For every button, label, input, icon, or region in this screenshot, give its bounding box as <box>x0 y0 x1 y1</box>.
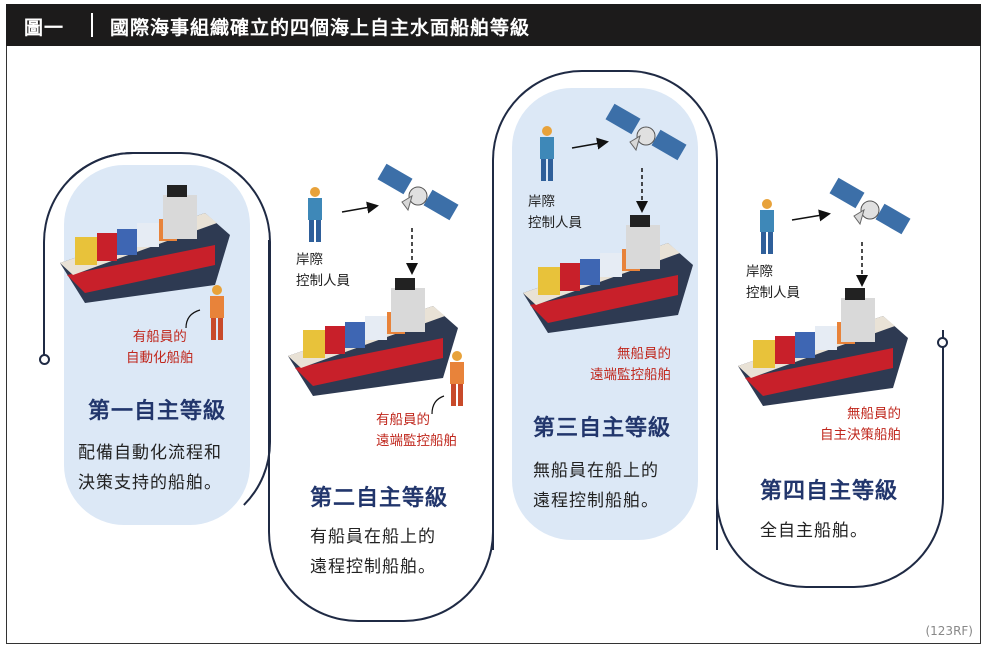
ship-level1-icon <box>60 185 230 303</box>
level3-ship-label-line2: 遠端監控船舶 <box>590 367 671 383</box>
level4-title: 第四自主等級 <box>760 479 899 504</box>
figure-title: 國際海事組織確立的四個海上自主水面船舶等級 <box>110 17 531 39</box>
level4-outline <box>716 330 944 588</box>
operator-level3-icon <box>540 126 554 181</box>
level3-desc: 無船員在船上的 遠程控制船舶。 <box>533 456 659 516</box>
level2-ship-label-line2: 遠端監控船舶 <box>376 433 457 449</box>
level2-desc-line1: 有船員在船上的 <box>310 527 436 547</box>
level3-outline <box>492 70 718 550</box>
crew-level1-icon <box>210 285 224 340</box>
level4-end-dot <box>937 337 948 348</box>
level4-desc-line1: 全自主船舶。 <box>760 521 868 541</box>
level3-operator-line2: 控制人員 <box>528 215 582 231</box>
level1-desc: 配備自動化流程和 決策支持的船舶。 <box>78 438 222 498</box>
level2-desc-line2: 遠程控制船舶。 <box>310 557 436 577</box>
crew-connector-2 <box>431 395 445 415</box>
level2-ship-label: 有船員的 遠端監控船舶 <box>376 410 457 452</box>
level3-operator-label: 岸際 控制人員 <box>528 192 582 234</box>
level4-ship-label: 無船員的 自主決策船舶 <box>820 404 901 446</box>
level4-operator-label: 岸際 控制人員 <box>746 262 800 304</box>
level4-desc: 全自主船舶。 <box>760 516 868 546</box>
operator-level4-icon <box>760 199 774 254</box>
satellite-level4-icon <box>829 177 911 235</box>
level3-title: 第三自主等級 <box>533 416 672 441</box>
satellite-level2-icon <box>377 163 459 221</box>
level1-end-dot <box>39 354 50 365</box>
level2-desc: 有船員在船上的 遠程控制船舶。 <box>310 522 436 582</box>
level3-desc-line2: 遠程控制船舶。 <box>533 491 659 511</box>
level3-ship-label-line1: 無船員的 <box>617 346 671 362</box>
level4-operator-line1: 岸際 <box>746 264 773 280</box>
level2-title: 第二自主等級 <box>310 486 449 511</box>
level1-ship-label: 有船員的 自動化船舶 <box>126 327 194 369</box>
level1-desc-line2: 決策支持的船舶。 <box>78 473 222 493</box>
level1-outline <box>43 152 271 532</box>
ship-level2-icon <box>288 278 458 396</box>
ship-level3-icon <box>523 215 693 333</box>
ship-level4-icon <box>738 288 908 406</box>
level3-operator-line1: 岸際 <box>528 194 555 210</box>
figure-number: 圖一 <box>24 17 65 39</box>
level1-desc-line1: 配備自動化流程和 <box>78 443 222 463</box>
level2-ship-label-line1: 有船員的 <box>376 412 430 428</box>
operator-level2-icon <box>308 187 322 242</box>
arrow-operator-to-satellite-2 <box>341 201 379 214</box>
level3-desc-line1: 無船員在船上的 <box>533 461 659 481</box>
level1-ship-label-line1: 有船員的 <box>132 329 187 345</box>
level4-operator-line2: 控制人員 <box>746 285 800 301</box>
level2-operator-line1: 岸際 <box>296 252 323 268</box>
level3-ship-label: 無船員的 遠端監控船舶 <box>590 344 671 386</box>
level2-operator-label: 岸際 控制人員 <box>296 250 350 292</box>
level1-ship-label-line2: 自動化船舶 <box>126 350 194 366</box>
crew-level2-icon <box>450 351 464 406</box>
level2-operator-line2: 控制人員 <box>296 273 350 289</box>
image-credit: (123RF) <box>925 624 973 638</box>
satellite-level3-icon <box>605 103 687 161</box>
crew-connector-1 <box>185 309 201 329</box>
level4-ship-label-line1: 無船員的 <box>847 406 901 422</box>
level4-ship-label-line2: 自主決策船舶 <box>820 427 901 443</box>
arrow-operator-to-satellite-3 <box>571 137 609 150</box>
figure-header: 圖一 國際海事組織確立的四個海上自主水面船舶等級 <box>6 4 981 46</box>
header-separator <box>91 13 93 37</box>
arrow-operator-to-satellite-4 <box>791 209 831 222</box>
level1-title: 第一自主等級 <box>88 399 227 424</box>
